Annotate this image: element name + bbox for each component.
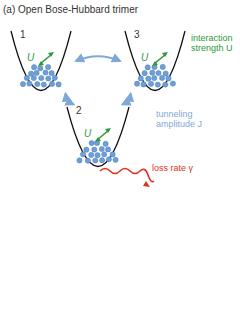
interaction-symbol: U [84, 128, 91, 139]
well-number: 3 [134, 29, 140, 40]
well-outline [64, 106, 132, 168]
atom [160, 64, 165, 69]
atom [145, 65, 150, 70]
atom [160, 75, 165, 80]
atom [89, 141, 94, 146]
potential-well: 3U [122, 30, 188, 92]
atom [113, 157, 118, 162]
interaction-arrowhead [152, 61, 158, 66]
atom [138, 76, 143, 81]
atom [41, 82, 46, 87]
interaction-arrowhead [105, 128, 111, 133]
atom [24, 75, 29, 80]
tunneling-arrow [123, 94, 131, 105]
interaction-arrowhead [48, 52, 54, 57]
loss-arrowhead [143, 181, 150, 187]
atom [49, 81, 54, 86]
atom [35, 81, 40, 86]
atom [93, 158, 98, 163]
atom [34, 70, 39, 75]
interaction-symbol: U [141, 52, 148, 63]
atom [85, 158, 90, 163]
interaction-label: interaction strength U [191, 34, 237, 54]
potential-well: 1U [8, 30, 74, 92]
potential-well: 2U [64, 106, 132, 168]
atom [29, 71, 34, 76]
atom [49, 71, 54, 76]
atom [170, 81, 175, 86]
atom [39, 75, 44, 80]
atom [20, 82, 25, 87]
atom [46, 65, 51, 70]
atom [156, 70, 161, 75]
interaction-symbol: U [27, 52, 34, 63]
tunneling-label: tunneling amplitude J [156, 110, 218, 130]
interaction-arrowhead [162, 52, 168, 57]
atom [141, 82, 146, 87]
atom [99, 146, 104, 151]
atom [135, 81, 140, 86]
atom [89, 152, 94, 157]
atom [163, 71, 168, 76]
atom [80, 152, 85, 157]
atom [38, 66, 43, 71]
atom [46, 76, 51, 81]
atom [84, 147, 89, 152]
tunneling-arrow [76, 56, 120, 61]
atom [27, 81, 32, 86]
atom [56, 82, 61, 87]
atom [163, 82, 168, 87]
well-outline [122, 30, 188, 92]
interaction-arrowhead [95, 137, 101, 142]
figure-title: (a) Open Bose-Hubbard trimer [3, 4, 138, 15]
tunneling-arrow [66, 94, 74, 105]
atom [150, 70, 155, 75]
atom [149, 81, 154, 86]
atom [102, 152, 107, 157]
atom [95, 153, 100, 158]
interaction-arrowhead [38, 61, 44, 66]
loss-label: loss rate γ [152, 164, 222, 174]
atom [110, 152, 115, 157]
atom [146, 76, 151, 81]
atom [142, 71, 147, 76]
atom [77, 158, 82, 163]
atom [32, 65, 37, 70]
well-number: 2 [76, 105, 82, 116]
atom [106, 147, 111, 152]
well-outline [8, 30, 74, 92]
atom [43, 70, 48, 75]
atom [152, 76, 157, 81]
atom [52, 75, 57, 80]
loss-wave [100, 169, 154, 182]
atom [106, 157, 111, 162]
atom [92, 147, 97, 152]
atom [166, 76, 171, 81]
atom [100, 158, 105, 163]
atom [155, 82, 160, 87]
atom [103, 141, 108, 146]
well-number: 1 [20, 29, 26, 40]
